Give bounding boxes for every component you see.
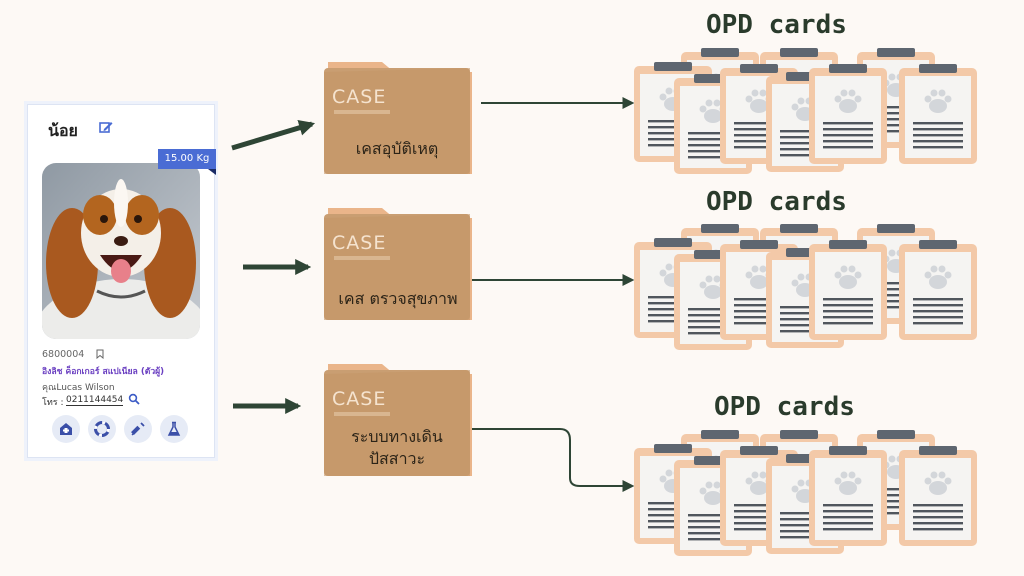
folder-title-line1: ระบบทางเดิน [351,427,443,446]
clipboard-clip [654,238,692,247]
lifebuoy-button[interactable] [88,415,116,443]
weight-badge: 15.00 Kg [158,149,216,169]
folder-urinary[interactable]: CASE ระบบทางเดิน ปัสสาวะ [322,360,472,478]
pet-breed: อิงลิช ค็อกเกอร์ สแปเนียล (ตัวผู้) [42,367,165,377]
opd-card[interactable] [899,240,977,340]
folder-accident[interactable]: CASE เคสอุบัติเหตุ [322,58,472,176]
clipboard-clip [740,446,778,455]
search-icon[interactable] [128,393,140,405]
clipboard-clip [701,430,739,439]
clipboard-clip [780,430,818,439]
clipboard-clip [701,48,739,57]
pet-photo [42,163,200,339]
opd-card[interactable] [899,64,977,164]
opd-stack-3 [634,430,977,556]
arrow-to-folder-1 [231,120,316,151]
folder-title-line2: ปัสสาวะ [368,449,426,468]
opd-card[interactable] [899,446,977,546]
opd-card[interactable] [809,446,887,546]
paw-icon [834,265,862,289]
clipboard-clip [829,64,867,73]
clipboard-clip [780,48,818,57]
folder-icon [324,62,472,174]
clipboard-clip [701,224,739,233]
paw-icon [924,89,952,113]
badge-corner [208,169,216,175]
case-label: CASE [332,86,387,108]
pet-name: น้อย [48,121,78,140]
pet-card[interactable]: น้อย 15.00 Kg 680000 [27,104,216,458]
clipboard-clip [919,64,957,73]
case-label: CASE [332,232,387,254]
paw-icon [834,89,862,113]
flask-icon [167,421,181,436]
paw-icon [924,265,952,289]
edit-icon[interactable] [98,119,114,135]
clipboard-clip [877,430,915,439]
clipboard-clip [780,224,818,233]
folder-title: เคส ตรวจสุขภาพ [338,289,458,308]
paw-icon [745,89,773,113]
folder-title: เคสอุบัติเหตุ [355,139,439,158]
lab-button[interactable] [160,415,188,443]
opd-card[interactable] [809,64,887,164]
clipboard-clip [829,446,867,455]
opd-title-1: OPD cards [706,10,847,40]
syringe-icon [131,422,145,436]
case-label: CASE [332,388,387,410]
opd-title-2: OPD cards [706,187,847,217]
owner-name: คุณLucas Wilson [42,383,115,393]
arrow-to-opd-3 [471,428,635,492]
phone-number[interactable]: 0211144454 [66,395,124,406]
clinic-button[interactable] [52,415,80,443]
paw-icon [924,471,952,495]
folder-icon [324,208,472,320]
clipboard-clip [919,240,957,249]
phone-label: โทร : [42,398,64,408]
clipboard-clip [877,224,915,233]
pet-id: 6800004 [42,349,85,360]
folder-icon [324,364,472,476]
clipboard-clip [654,62,692,71]
clipboard-clip [829,240,867,249]
clipboard-clip [919,446,957,455]
clipboard-clip [740,64,778,73]
paw-icon [745,471,773,495]
paw-icon [834,471,862,495]
vaccine-button[interactable] [124,415,152,443]
opd-stack-1 [634,48,977,174]
clipboard-clip [740,240,778,249]
opd-card[interactable] [809,240,887,340]
clinic-icon [60,423,72,435]
opd-title-3: OPD cards [714,392,855,422]
opd-stack-2 [634,224,977,350]
folder-checkup[interactable]: CASE เคส ตรวจสุขภาพ [322,204,472,322]
clipboard-clip [877,48,915,57]
clipboard-clip [654,444,692,453]
lifebuoy-icon [94,421,110,437]
bookmark-icon[interactable] [96,349,104,359]
